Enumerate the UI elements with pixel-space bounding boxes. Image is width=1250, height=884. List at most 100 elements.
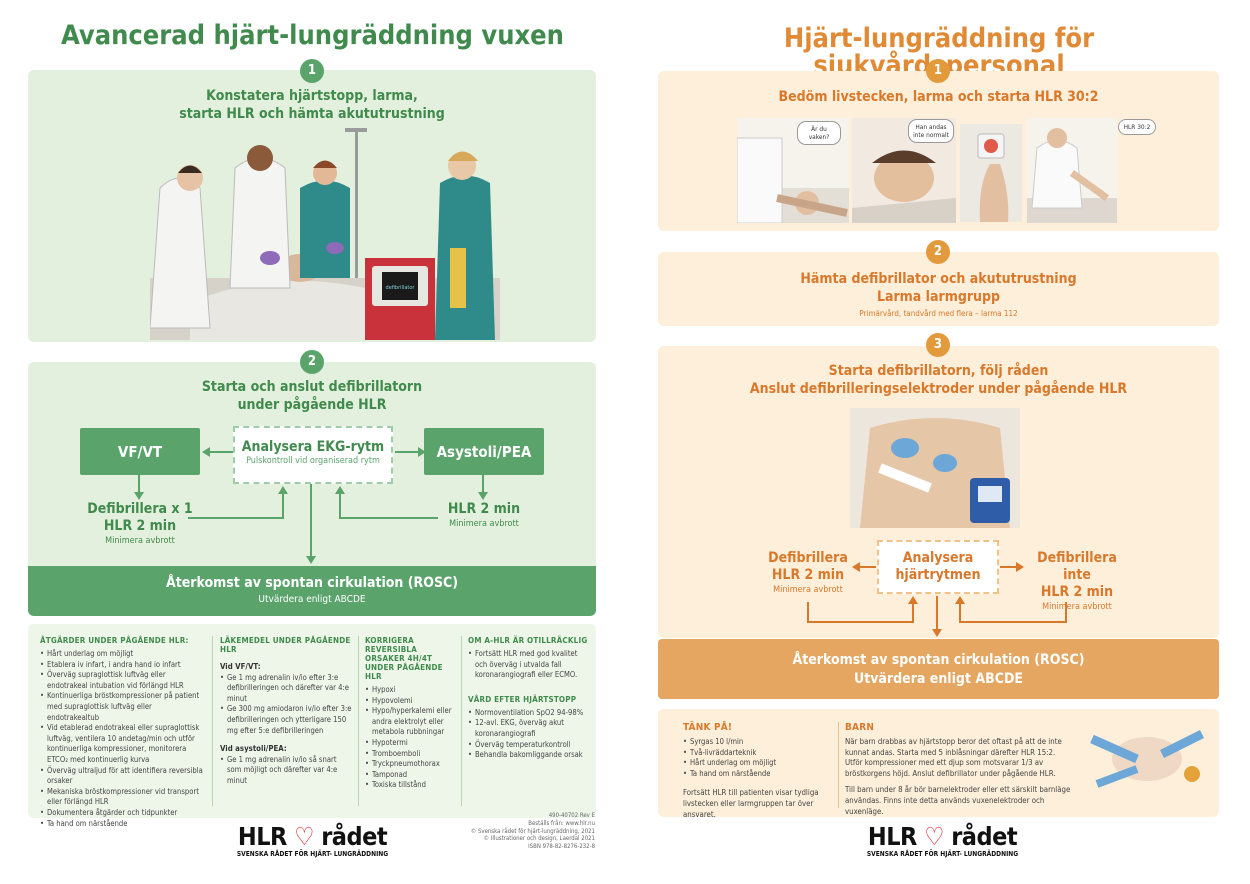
analyze-rhythm-box: Analysera hjärtrytmen <box>877 540 999 594</box>
defib-once-label: Defibrillera x 1 <box>87 501 193 517</box>
asystole-pea-box: Asystoli/PEA <box>424 428 544 475</box>
analyze-ekg-label: Analysera EKG-rytm <box>241 439 385 455</box>
speech-bubble-awake: Är du vaken? <box>797 121 841 145</box>
left-step2-title-line1: Starta och anslut defibrillatorn <box>201 379 423 395</box>
think-item: Hårt underlag om möjligt <box>683 758 833 769</box>
col2-item: Ge 1 mg adrenalin iv/io efter 3:e defibr… <box>220 673 352 705</box>
left-info-col2: LÄKEMEDEL UNDER PÅGÅENDE HLR Vid VF/VT: … <box>220 636 352 787</box>
col1-item: Kontinuerliga bröstkompressioner på pati… <box>40 691 206 723</box>
heart-icon: ♡ <box>916 822 952 851</box>
hlr-2min-block: HLR 2 min Minimera avbrott <box>424 501 544 530</box>
right-step2-title-line2: Larma larmgrupp <box>876 289 1001 305</box>
right-nodefib-sub: Minimera avbrott <box>1042 602 1112 612</box>
right-defibrillate-block: Defibrillera HLR 2 min Minimera avbrott <box>760 550 856 596</box>
col3-item: Tryckpneumothorax <box>365 759 457 770</box>
right-step2-title: Hämta defibrillator och akututrustning L… <box>658 270 1219 306</box>
left-rosc-sub: Utvärdera enligt ABCDE <box>258 594 366 605</box>
right-step3-number: 3 <box>926 333 950 357</box>
meta-line: ISBN 978-82-8276-232-8 <box>528 843 595 851</box>
meta-line: 490-40702 Rev E <box>548 812 595 819</box>
child-column: BARN När barn drabbas av hjärtstopp bero… <box>845 722 1071 817</box>
hlr-2min-label: HLR 2 min <box>447 501 521 517</box>
left-step1-title-line2: starta HLR och hämta akututrustning <box>179 106 445 122</box>
think-item: Ta hand om närstående <box>683 769 833 780</box>
right-hlr-logo: HLR ♡ rådet SVENSKA RÅDET FÖR HJÄRT- LUN… <box>855 824 1030 859</box>
logo-text2: rådet <box>951 822 1018 851</box>
right-step3-title-line1: Starta defibrillatorn, följ råden <box>828 363 1049 379</box>
think-list: Syrgas 10 l/min Två-livräddarteknik Hårt… <box>683 737 833 779</box>
think-item: Två-livräddarteknik <box>683 748 833 759</box>
col1-heading: ÅTGÄRDER UNDER PÅGÅENDE HLR: <box>40 636 189 645</box>
right-defib-label: Defibrillera <box>768 550 848 566</box>
right-step3-title: Starta defibrillatorn, följ råden Anslut… <box>658 362 1219 398</box>
defibrillator-pads-illustration <box>850 408 1020 528</box>
left-step1-number: 1 <box>300 59 324 83</box>
logo-sub: SVENSKA RÅDET FÖR HJÄRT- LUNGRÄDDNING <box>236 850 389 858</box>
right-rosc-title: Återkomst av spontan cirkulation (ROSC) <box>792 652 1085 668</box>
col1-item: Hårt underlag om möjligt <box>40 649 206 660</box>
left-step2-title-line2: under pågående HLR <box>237 397 387 413</box>
analyze-ekg-box: Analysera EKG-rytm Pulskontroll vid orga… <box>233 426 393 484</box>
team-resuscitation-illustration: defibrillator <box>150 128 500 340</box>
col4-heading2: VÅRD EFTER HJÄRTSTOPP <box>468 694 577 704</box>
chest-compression-illustration <box>1027 118 1117 223</box>
check-responsiveness-illustration <box>737 118 849 223</box>
meta-line: © Svenska rådet för hjärt-lungräddning, … <box>470 827 595 835</box>
right-step1-title: Bedöm livstecken, larma och starta HLR 3… <box>778 89 1099 105</box>
think-heading: TÄNK PÅ! <box>683 722 733 733</box>
meta-line: © Illustrationer och design, Laerdal 202… <box>483 835 595 843</box>
col1-item: Ta hand om närstående <box>40 819 206 830</box>
think-note: Fortsätt HLR till patienten visar tydlig… <box>683 788 819 819</box>
vf-vt-box: VF/VT <box>80 428 200 475</box>
right-step3-title-line2: Anslut defibrilleringselektroder under p… <box>749 381 1128 397</box>
left-step2-title: Starta och anslut defibrillatorn under p… <box>28 378 596 414</box>
right-defib-hlr: HLR 2 min <box>771 567 845 583</box>
left-step1-title: Konstatera hjärtstopp, larma, starta HLR… <box>28 87 596 123</box>
col3-item: Hypotermi <box>365 738 457 749</box>
defib-once-hlr: HLR 2 min <box>103 518 177 534</box>
child-p2: Till barn under 8 år bör barnelektroder … <box>845 785 1071 816</box>
col-divider <box>838 722 839 808</box>
col2-sub1: Vid VF/VT: <box>220 662 261 671</box>
col2-item: Ge 1 mg adrenalin iv/io så snart som möj… <box>220 755 352 787</box>
child-p1: När barn drabbas av hjärtstopp beror det… <box>845 737 1062 778</box>
defib-once-sub: Minimera avbrott <box>105 536 175 546</box>
col1-item: Dokumentera åtgärder och tidpunkter <box>40 808 206 819</box>
col1-item: Vid etablerad endotrakeal eller supraglo… <box>40 723 206 765</box>
col-divider <box>358 636 359 806</box>
col4-list2: Normoventilation SpO2 94-98% 12-avl. EKG… <box>468 708 588 761</box>
col4-heading1: OM A-HLR ÄR OTILLRÄCKLIG <box>468 636 588 645</box>
col-divider <box>461 636 462 806</box>
left-info-col3: KORRIGERA REVERSIBLA ORSAKER 4H/4T UNDER… <box>365 636 457 791</box>
logo-text: HLR <box>867 822 917 851</box>
analyze-rhythm-l2: hjärtrytmen <box>895 567 981 583</box>
col1-item: Överväg supraglottisk luftväg eller endo… <box>40 670 206 691</box>
think-item: Syrgas 10 l/min <box>683 737 833 748</box>
col3-list: Hypoxi Hypovolemi Hypo/hyperkalemi eller… <box>365 685 457 791</box>
right-rosc-bar: Återkomst av spontan cirkulation (ROSC) … <box>658 639 1219 699</box>
child-heading: BARN <box>845 722 875 733</box>
left-flow-arrows <box>134 447 488 564</box>
right-rosc-sub: Utvärdera enligt ABCDE <box>853 671 1024 687</box>
col1-item: Överväg ultraljud för att identifiera re… <box>40 766 206 787</box>
speech-bubble-hlr: HLR 30:2 <box>1118 119 1156 135</box>
right-step1-number: 1 <box>926 59 950 83</box>
col3-heading: KORRIGERA REVERSIBLA ORSAKER 4H/4T UNDER… <box>365 636 443 681</box>
col3-item: Tromboemboli <box>365 749 457 760</box>
right-no-defib-block: Defibrillera inte HLR 2 min Minimera avb… <box>1022 550 1132 613</box>
col4-list1: Fortsätt HLR med god kvalitet och övervä… <box>468 649 588 681</box>
right-nodefib-hlr: HLR 2 min <box>1040 584 1114 600</box>
left-rosc-bar: Återkomst av spontan cirkulation (ROSC) … <box>28 566 596 616</box>
child-cpr-illustration <box>1077 714 1215 800</box>
left-step2-number: 2 <box>300 350 324 374</box>
right-defib-sub: Minimera avbrott <box>773 585 843 595</box>
logo-sub: SVENSKA RÅDET FÖR HJÄRT- LUNGRÄDDNING <box>866 850 1019 858</box>
col4-item: Fortsätt HLR med god kvalitet och övervä… <box>468 649 588 681</box>
col3-item: Hypovolemi <box>365 696 457 707</box>
col3-item: Tamponad <box>365 770 457 781</box>
left-info-col1: ÅTGÄRDER UNDER PÅGÅENDE HLR: Hårt underl… <box>40 636 206 829</box>
think-column: TÄNK PÅ! Syrgas 10 l/min Två-livräddarte… <box>683 722 833 820</box>
logo-text: HLR <box>237 822 287 851</box>
logo-text2: rådet <box>321 822 388 851</box>
col3-item: Hypoxi <box>365 685 457 696</box>
